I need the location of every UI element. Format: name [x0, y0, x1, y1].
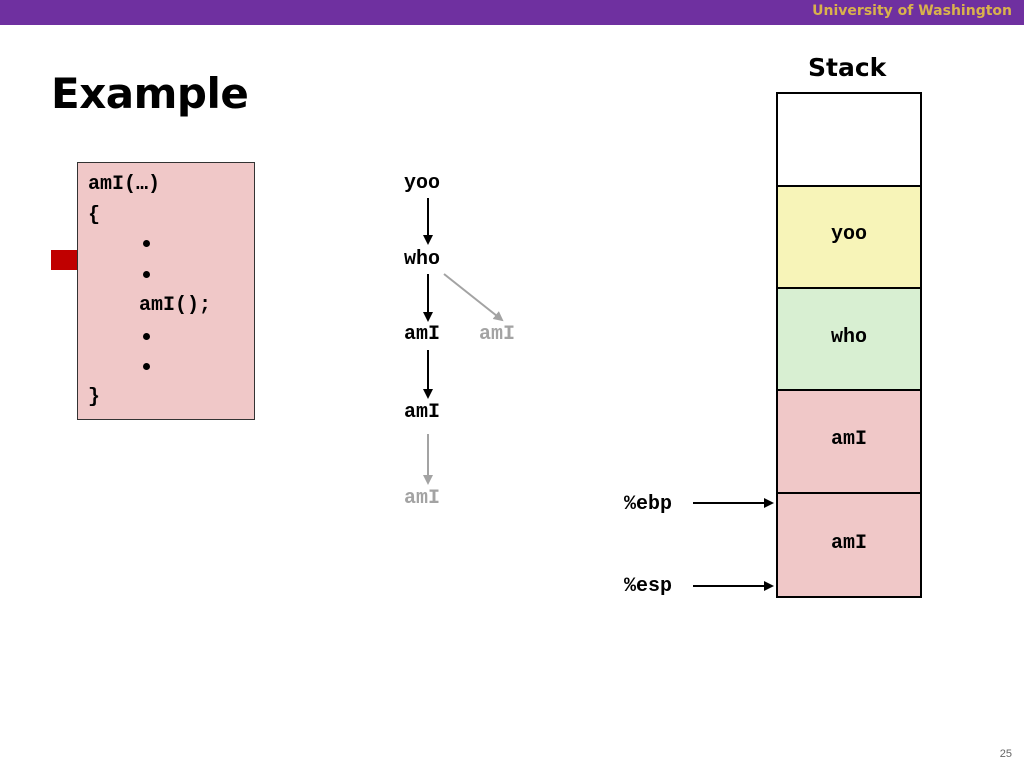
code-ellipsis-dot: [143, 240, 150, 247]
stack-frame-label: amI: [830, 532, 867, 555]
stack-frame-ami: amI: [778, 391, 920, 494]
code-close-brace: }: [88, 386, 101, 409]
code-ellipsis-dot: [143, 363, 150, 370]
code-function-signature: amI(…): [88, 173, 161, 196]
tree-node-ami-returned: amI: [479, 323, 516, 346]
code-recursive-call: amI();: [139, 294, 212, 317]
register-ebp: %ebp: [624, 493, 673, 516]
tree-node-ami-future: amI: [404, 487, 441, 510]
tree-node-ami: amI: [404, 323, 441, 346]
tree-node-ami-current: amI: [404, 401, 441, 424]
header-bar: University of Washington: [0, 0, 1024, 25]
stack-frame-ami-current: amI: [778, 494, 920, 596]
stack-title: Stack: [808, 53, 887, 82]
stack: yoo who amI amI: [776, 92, 922, 598]
register-esp: %esp: [624, 575, 673, 598]
stack-frame-label: amI: [830, 428, 867, 451]
slide-title: Example: [51, 69, 249, 118]
code-open-brace: {: [88, 204, 101, 227]
page-number: 25: [999, 748, 1012, 760]
tree-node-who: who: [404, 248, 441, 271]
tree-node-yoo: yoo: [404, 172, 441, 195]
code-ellipsis-dot: [143, 271, 150, 278]
stack-frame-yoo: yoo: [778, 187, 920, 289]
code-ellipsis-dot: [143, 333, 150, 340]
stack-frame-label: who: [830, 326, 867, 349]
code-box: amI(…) { amI(); }: [77, 162, 255, 420]
call-arrow-who-ami-sibling: [443, 273, 504, 322]
institution-name: University of Washington: [812, 3, 1012, 19]
stack-frame-who: who: [778, 289, 920, 391]
stack-frame-empty: [778, 94, 920, 187]
stack-frame-label: yoo: [830, 223, 867, 246]
